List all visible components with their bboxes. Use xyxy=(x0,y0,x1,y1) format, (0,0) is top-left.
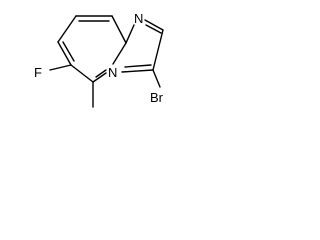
atom-label-n-bridge: N xyxy=(108,65,117,80)
bond-c6-c5 xyxy=(70,64,94,83)
atom-label-n-imidazole: N xyxy=(134,11,143,26)
bond-c5-n4-double xyxy=(95,69,107,78)
bond-c3-br xyxy=(152,69,161,88)
bond-n4-c8a xyxy=(112,42,127,65)
bond-c2-c3 xyxy=(152,29,164,71)
atom-label-bromine: Br xyxy=(150,90,164,105)
bond-c7-c6 xyxy=(57,41,72,66)
bond-c3-n4 xyxy=(121,69,154,73)
bond-c8-c7 xyxy=(57,15,77,43)
bond-c5-n4 xyxy=(92,72,107,83)
bond-c3-n4-double xyxy=(124,64,152,68)
structure-canvas: N N F Br xyxy=(0,0,178,128)
bond-c7-c6-double xyxy=(62,41,75,62)
bond-c8a-n1 xyxy=(125,24,135,44)
bond-c6-f xyxy=(49,64,72,71)
bond-n1-c2 xyxy=(144,19,164,31)
bond-n1-c2-double xyxy=(145,24,162,34)
bond-c8a-c8 xyxy=(111,15,127,44)
molecule-diagram: N N F Br xyxy=(34,11,164,108)
atom-label-fluorine: F xyxy=(34,65,42,80)
